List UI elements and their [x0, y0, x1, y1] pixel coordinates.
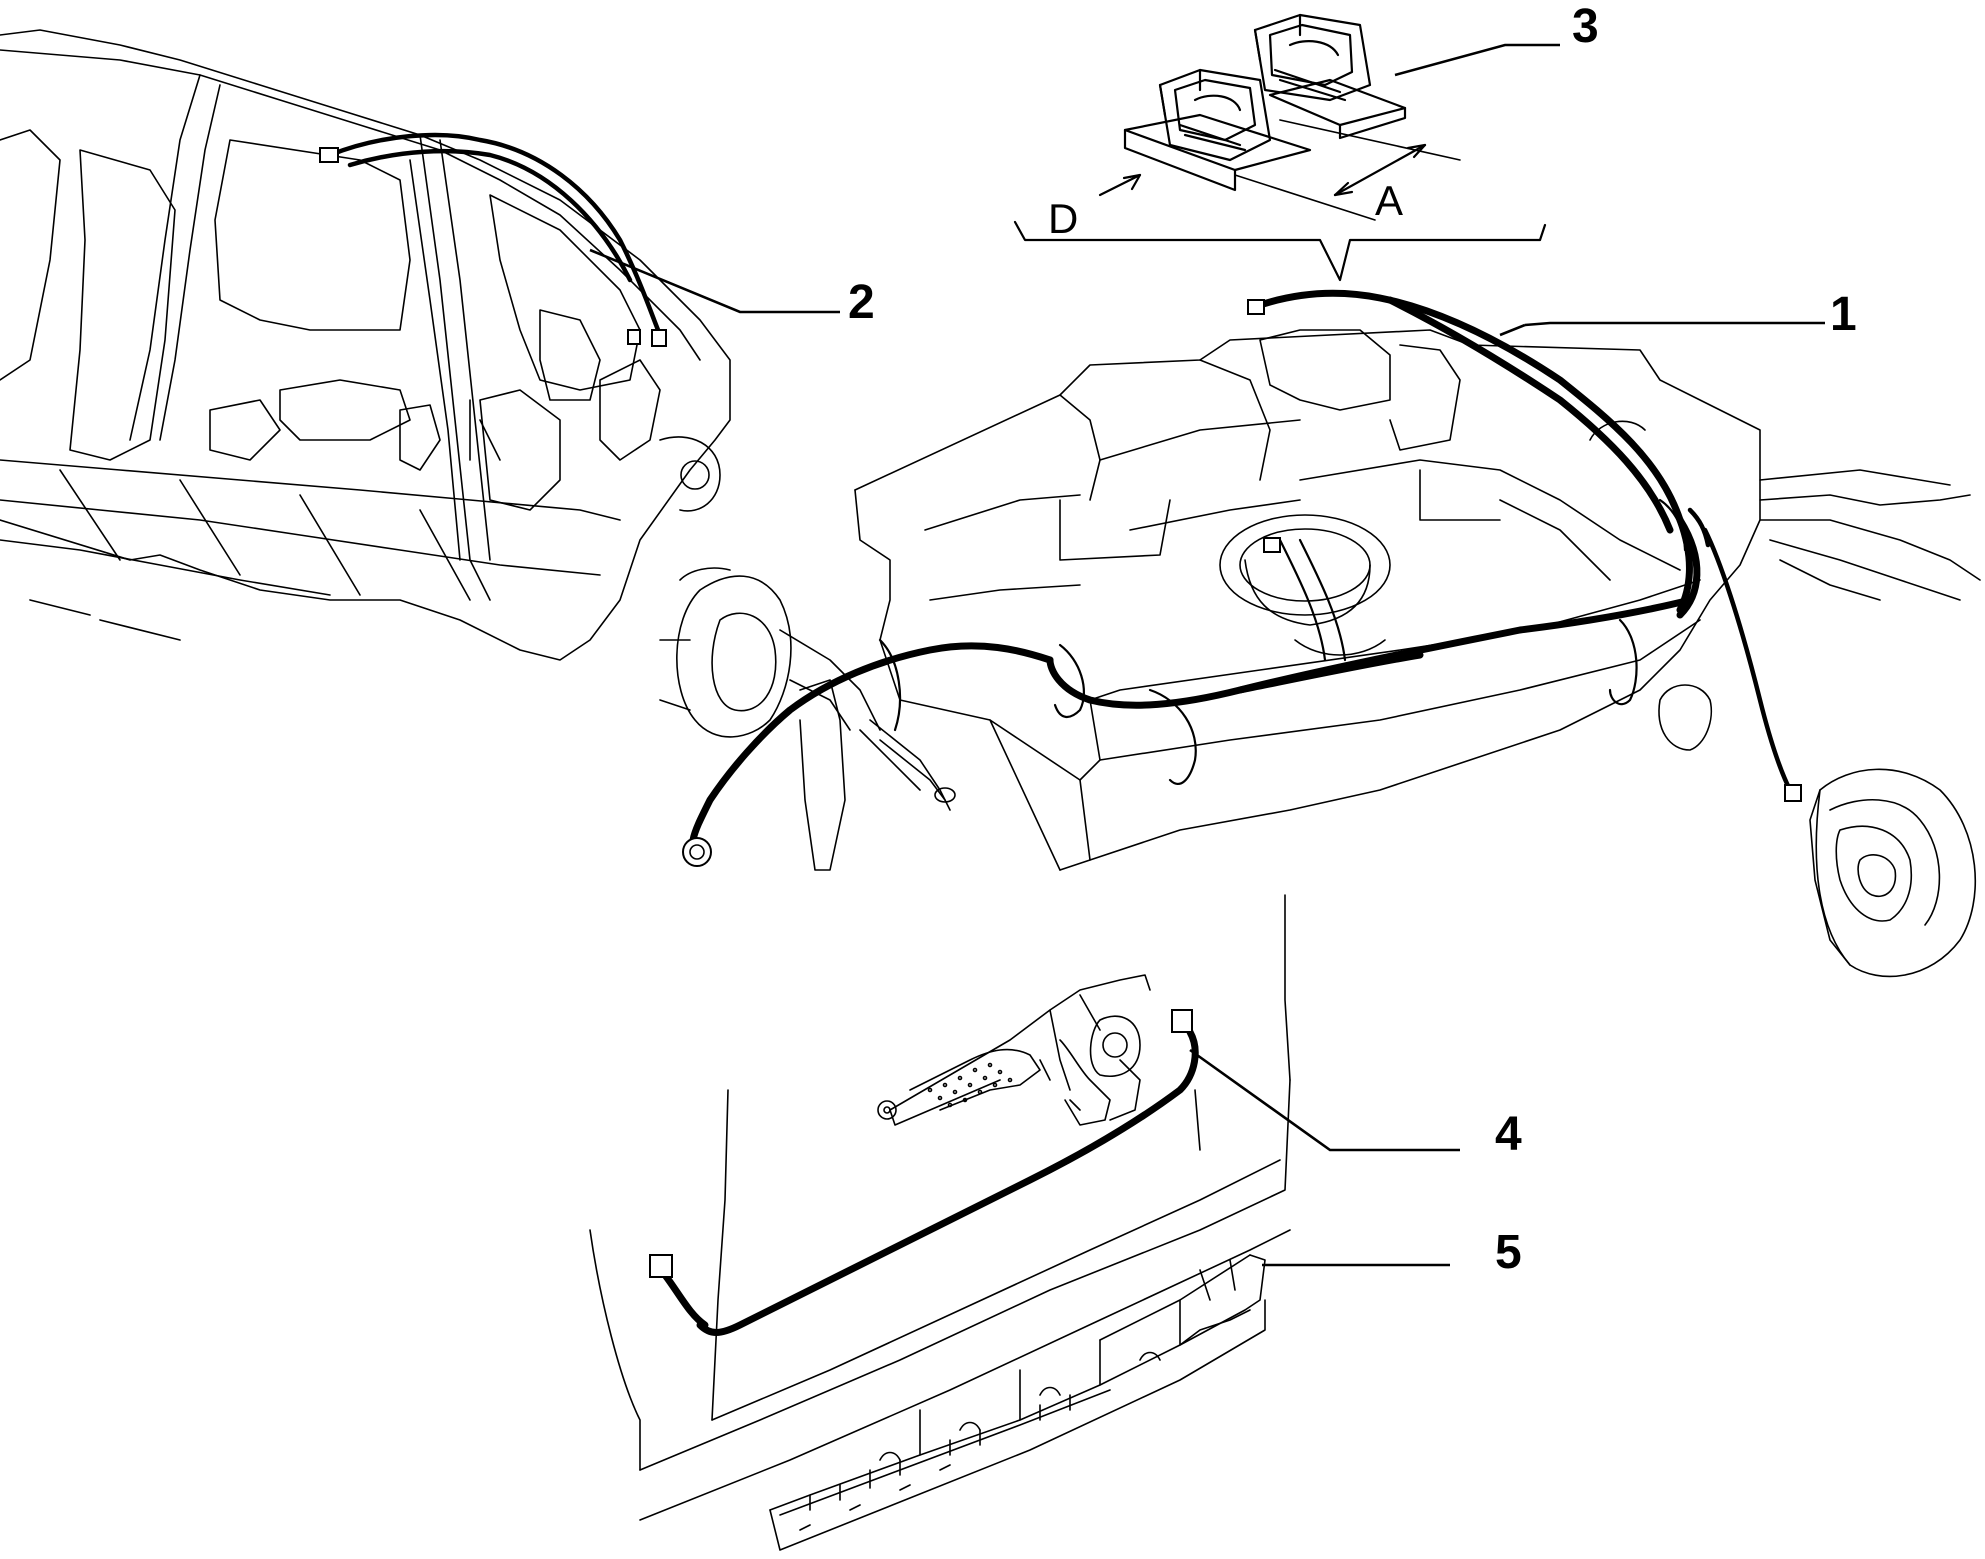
pump-connector	[1263, 537, 1281, 553]
leader-2	[589, 248, 840, 314]
callout-4: 4	[1495, 1108, 1522, 1161]
connector-1b	[682, 837, 712, 867]
door-sill-assembly	[589, 894, 1291, 1551]
callout-leaders	[589, 43, 1825, 1267]
callout-5: 5	[1495, 1226, 1522, 1279]
leader-4	[1189, 1048, 1460, 1152]
leader-3	[1394, 43, 1560, 77]
connector-2b	[651, 329, 667, 347]
clip-detail	[1013, 13, 1547, 282]
harness-2-wire	[319, 132, 667, 347]
leader-1	[1524, 321, 1825, 327]
harness-1-wire	[682, 289, 1802, 867]
connector-1c	[1784, 784, 1802, 802]
callout-3: 3	[1572, 0, 1599, 53]
connector-2c	[627, 329, 641, 345]
callout-1: 1	[1830, 288, 1857, 341]
harness-4-wire	[649, 1009, 1199, 1336]
callout-2: 2	[848, 276, 875, 329]
connector-4a	[1171, 1009, 1193, 1033]
dimension-letter-a: A	[1375, 177, 1403, 224]
dimension-letter-d: D	[1048, 195, 1078, 242]
connector-4b	[649, 1254, 673, 1278]
connector-1a	[1247, 299, 1265, 315]
connector-2a	[319, 147, 339, 163]
car-body-shell	[0, 29, 731, 661]
fuel-tank-assembly	[659, 329, 1981, 978]
